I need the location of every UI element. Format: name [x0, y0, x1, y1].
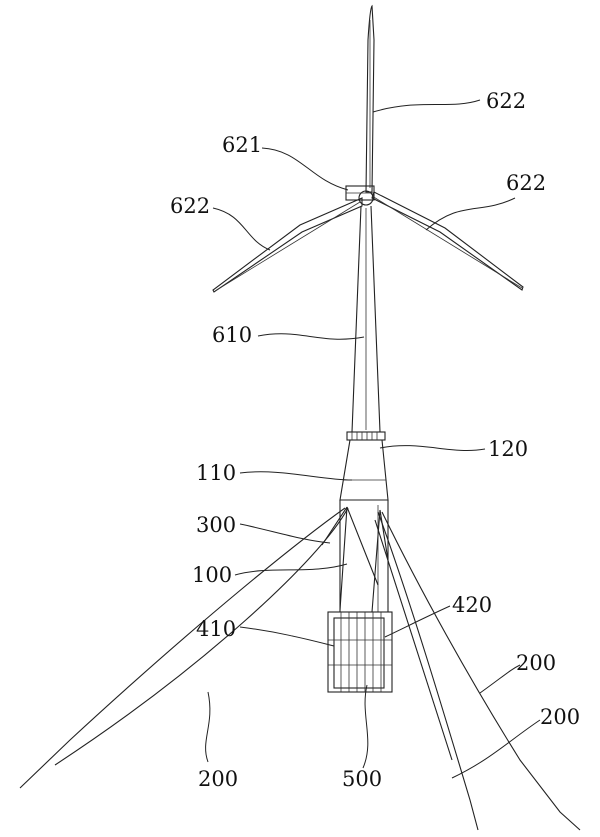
label-200-left: 200	[198, 767, 238, 791]
label-622-top: 622	[486, 89, 526, 113]
label-300: 300	[196, 513, 236, 537]
leader-lines	[205, 99, 541, 779]
reference-numerals: 622 621 622 622 610 120 110 300 100 420 …	[170, 89, 580, 791]
blade-right	[371, 191, 524, 291]
column	[339, 500, 389, 612]
label-410: 410	[196, 617, 236, 641]
label-120: 120	[488, 437, 528, 461]
label-622-left: 622	[170, 194, 210, 218]
label-200-right-upper: 200	[516, 651, 556, 675]
transition-piece	[339, 439, 389, 501]
label-621: 621	[222, 133, 262, 157]
label-420: 420	[452, 593, 492, 617]
label-100: 100	[192, 563, 232, 587]
label-610: 610	[212, 323, 252, 347]
label-622-right: 622	[506, 171, 546, 195]
blade-left	[212, 197, 363, 293]
blade-upper	[365, 4, 375, 193]
tower	[351, 205, 381, 433]
device-assembly	[327, 611, 393, 693]
label-200-right-lower: 200	[540, 705, 580, 729]
flange	[346, 431, 386, 441]
label-500: 500	[342, 767, 382, 791]
hub	[345, 185, 375, 206]
label-110: 110	[196, 461, 236, 485]
mooring-lines	[19, 507, 581, 831]
